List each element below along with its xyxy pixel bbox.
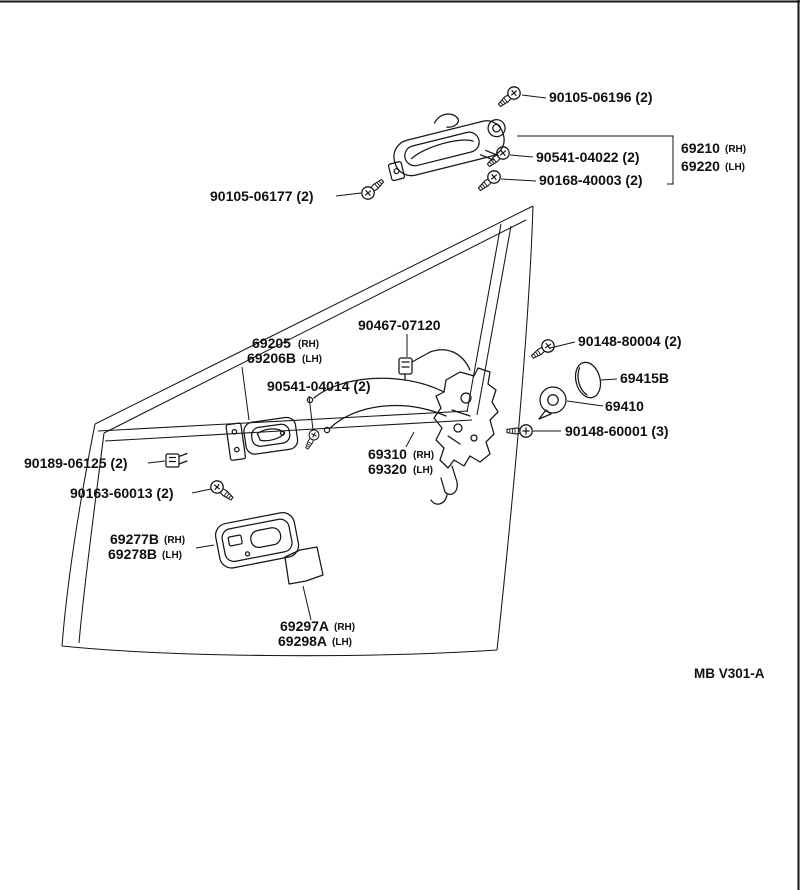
leader-line xyxy=(521,94,547,99)
label-90541-04014: 90541-04014 (2) xyxy=(267,378,371,394)
label-69320: 69320 xyxy=(368,461,407,477)
part-inside-handle xyxy=(225,416,299,461)
label-69297A: 69297A xyxy=(280,618,329,634)
part-cover-69415B xyxy=(574,361,602,399)
leader-line xyxy=(241,366,250,421)
label-90163-60013: 90163-60013 (2) xyxy=(70,485,174,501)
part-screw-90105-06196 xyxy=(494,83,524,111)
label-69278B: 69278B xyxy=(108,546,157,562)
label-69205-side: (RH) xyxy=(298,339,319,350)
leader-line xyxy=(308,395,314,431)
label-69220-side: (LH) xyxy=(725,162,745,173)
door-outline xyxy=(61,205,534,657)
part-screw-90148-80004 xyxy=(528,336,558,363)
leader-line xyxy=(549,341,576,349)
part-lock-assembly xyxy=(306,349,499,505)
leader-lines xyxy=(147,94,674,621)
label-69297A-side: (RH) xyxy=(334,622,355,633)
part-screw-90168-40003 xyxy=(474,167,504,195)
leader-line xyxy=(147,460,166,464)
part-labels: 90105-06196 (2) 69210 (RH) 69220 (LH) 90… xyxy=(24,89,765,681)
label-90189-06125: 90189-06125 (2) xyxy=(24,455,128,471)
label-69206B: 69206B xyxy=(247,350,296,366)
part-screw-90148-60001 xyxy=(506,424,533,438)
leader-line xyxy=(191,488,212,494)
label-69310: 69310 xyxy=(368,446,407,462)
label-69310-side: (RH) xyxy=(413,450,434,461)
label-90148-60001: 90148-60001 (3) xyxy=(565,423,669,439)
part-screw-90105-06177 xyxy=(358,175,388,203)
leader-line xyxy=(335,192,362,197)
label-69277B-side: (RH) xyxy=(164,535,185,546)
label-90105-06196: 90105-06196 (2) xyxy=(549,89,653,105)
part-screw-90163-60013 xyxy=(207,477,237,505)
label-69298A-side: (LH) xyxy=(332,637,352,648)
label-69210-side: (RH) xyxy=(725,144,746,155)
part-clip-90467-07120 xyxy=(398,357,413,381)
label-90541-04022: 90541-04022 (2) xyxy=(536,149,640,165)
label-69298A: 69298A xyxy=(278,633,327,649)
leader-line xyxy=(509,154,534,158)
part-outside-handle-assembly xyxy=(387,113,506,182)
leader-line xyxy=(566,400,604,407)
label-90105-06177: 90105-06177 (2) xyxy=(210,188,314,204)
label-90168-40003: 90168-40003 (2) xyxy=(539,172,643,188)
label-69205: 69205 xyxy=(252,335,291,351)
label-69278B-side: (LH) xyxy=(162,550,182,561)
leader-line xyxy=(600,378,618,381)
part-armrest-bezel xyxy=(214,512,300,569)
label-90148-80004: 90148-80004 (2) xyxy=(578,333,682,349)
part-trim-card xyxy=(284,546,324,585)
part-grommet-69410 xyxy=(538,386,567,420)
label-69320-side: (LH) xyxy=(413,465,433,476)
leader-line xyxy=(500,178,537,182)
label-69415B: 69415B xyxy=(620,370,669,386)
leader-line xyxy=(405,431,415,448)
leader-bracket xyxy=(517,135,674,185)
label-69220: 69220 xyxy=(681,158,720,174)
part-clip-90189-06125 xyxy=(165,452,188,468)
drawing-code: MB V301-A xyxy=(694,666,765,681)
part-pin-90541-04014 xyxy=(301,427,322,452)
leader-line xyxy=(195,544,215,549)
label-90467-07120: 90467-07120 xyxy=(358,317,441,333)
label-69206B-side: (LH) xyxy=(302,354,322,365)
leader-line xyxy=(302,585,312,621)
label-69410: 69410 xyxy=(605,398,644,414)
label-69277B: 69277B xyxy=(110,531,159,547)
label-69210: 69210 xyxy=(681,140,720,156)
